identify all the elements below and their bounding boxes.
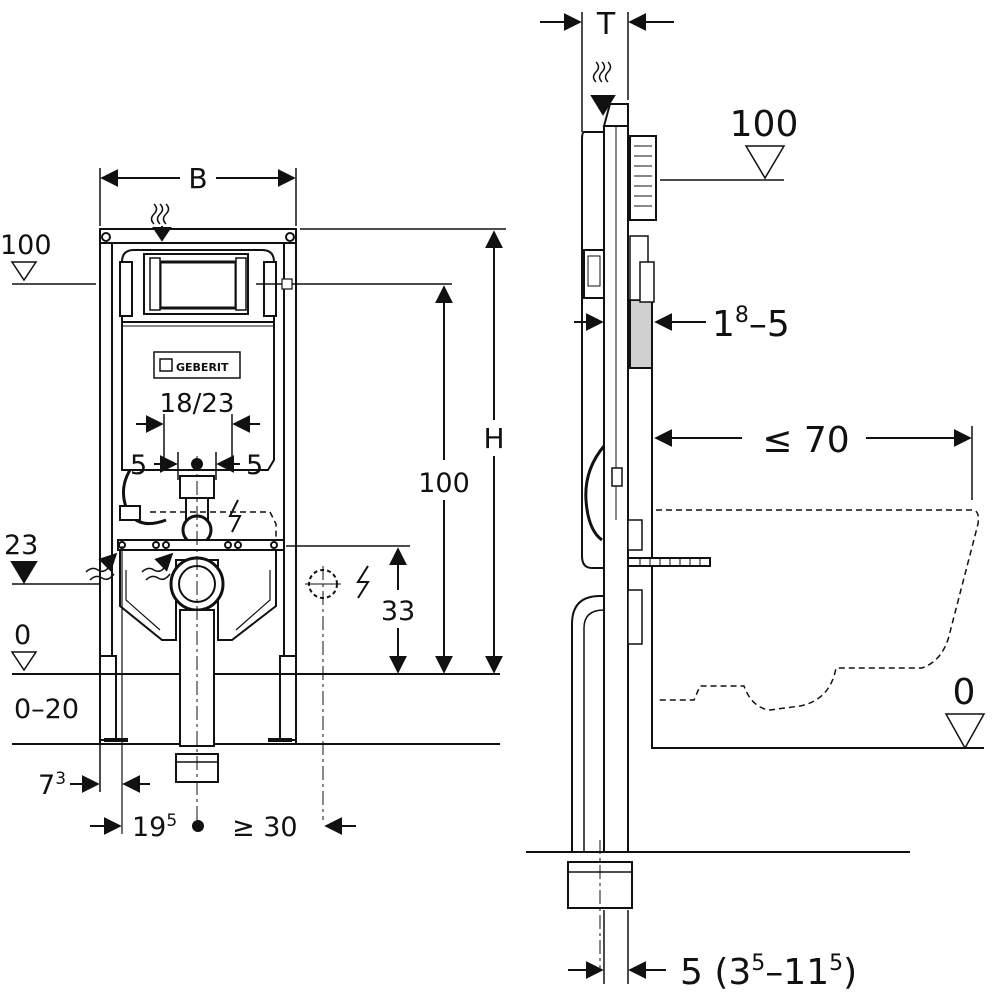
spacing-label: 18/23 <box>160 389 235 419</box>
level-triangle-side-top <box>744 145 786 180</box>
supply-connection-symbol <box>305 566 341 820</box>
cistern-side <box>581 131 605 569</box>
supply-level-label: 23 <box>4 530 38 561</box>
brand-label: GEBERIT <box>176 361 229 374</box>
side-left-label: 5 <box>130 450 147 481</box>
level-label-side-top: 100 <box>730 104 799 145</box>
projection-label: ≤ 70 <box>762 420 849 461</box>
side-view <box>526 12 986 984</box>
side-view-labels: T 100 18–5 ≤ 70 0 5 (35–115) <box>596 7 976 993</box>
top-connector <box>629 135 657 221</box>
floor-level-label: 0 <box>14 620 31 651</box>
drain-height-label: 33 <box>381 596 415 627</box>
level-triangle-side-0 <box>944 713 986 750</box>
side-floor-level-label: 0 <box>953 672 976 713</box>
frame-outline <box>99 228 297 244</box>
wall-distance-label: 5 (35–115) <box>680 951 857 993</box>
wall-panel <box>629 299 653 369</box>
front-view-labels: B 100 GEBERIT 18/23 5 5 100 H 23 33 0 0–… <box>0 162 505 843</box>
side-right-label: 5 <box>246 450 263 481</box>
electrical-icon <box>356 565 370 599</box>
left-foot <box>99 655 117 741</box>
level-triangle-0 <box>10 651 38 672</box>
right-foot <box>279 655 297 741</box>
width-label: B <box>188 162 207 195</box>
level-triangle-top <box>10 261 38 282</box>
level-triangle-23 <box>10 561 38 584</box>
drain-bend <box>571 595 604 852</box>
wall-and-floor <box>651 366 984 749</box>
front-view <box>10 168 506 835</box>
connection-height-label: 100 <box>418 468 470 499</box>
floor-range-label: 0–20 <box>14 694 79 725</box>
panel-thickness-label: 18–5 <box>712 303 790 345</box>
foot-offset-label: 73 <box>38 769 66 801</box>
depth-label: T <box>596 7 616 42</box>
level-label-top-left: 100 <box>0 230 52 261</box>
lightning-icon <box>228 499 242 533</box>
min-clearance-label: ≥ 30 <box>232 812 298 843</box>
axis-offset-label: 195 <box>132 811 177 843</box>
height-label: H <box>483 422 504 455</box>
mounting-rail <box>117 539 285 551</box>
wc-bowl-outline <box>656 509 980 711</box>
mounting-bolt <box>627 557 711 567</box>
